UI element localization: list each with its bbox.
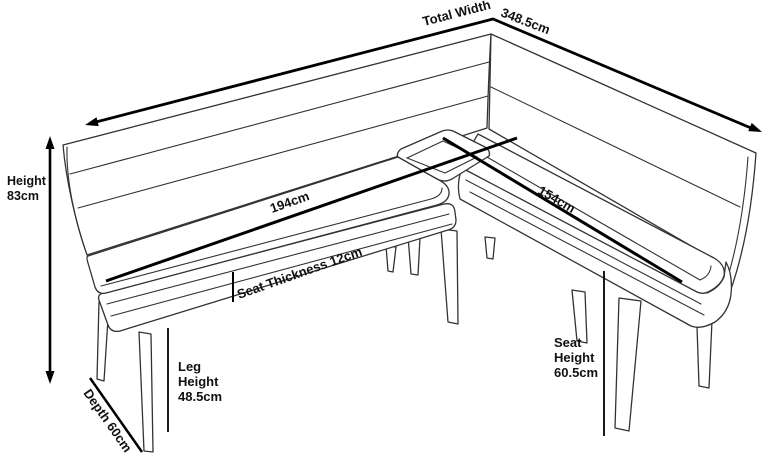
seat-height-label-2: Height [554, 350, 595, 365]
height-value: 83cm [7, 189, 39, 203]
leg-mid-front [440, 228, 459, 325]
left-backrest-seam-2 [77, 95, 489, 209]
left-backrest-seam-1 [69, 61, 490, 175]
leg-right-front [614, 297, 642, 432]
seat-short-line [442, 136, 683, 284]
height-label: Height [7, 174, 47, 188]
height-arrow-up [45, 136, 55, 149]
leg-mid-rear-1 [385, 245, 397, 273]
seat-height-label-1: Seat [554, 335, 582, 350]
total-width-line [95, 17, 752, 130]
left-backrest-edge-seam [66, 146, 86, 250]
right-slab-band-2 [469, 191, 705, 316]
left-slab-band-2 [110, 223, 453, 317]
bench-drawing [62, 33, 757, 453]
leg-right-rear [571, 289, 588, 344]
left-slab-band-1 [106, 213, 450, 305]
right-seat-piping [479, 152, 712, 281]
depth-line [88, 377, 144, 453]
seat-long-line [105, 136, 518, 283]
total-width-label: Total Width [421, 0, 492, 29]
total-width-arrow-left [85, 117, 99, 127]
leg-corner-stub [484, 236, 496, 260]
left-seat-piping [100, 187, 443, 287]
leg-height-label-1: Leg [178, 359, 201, 374]
total-width-arrow-right [748, 122, 762, 132]
leg-height-value: 48.5cm [178, 389, 222, 404]
leg-inner-left [138, 331, 154, 453]
left-backrest [62, 33, 492, 256]
height-arrow-down [45, 371, 55, 384]
right-slab-band-1 [465, 179, 702, 305]
depth-label: Depth 60cm [81, 386, 136, 455]
seat-height-value: 60.5cm [554, 365, 598, 380]
left-backrest-panel [62, 33, 492, 256]
right-backrest-mid-seam [490, 86, 741, 208]
leg-height-label-2: Height [178, 374, 219, 389]
